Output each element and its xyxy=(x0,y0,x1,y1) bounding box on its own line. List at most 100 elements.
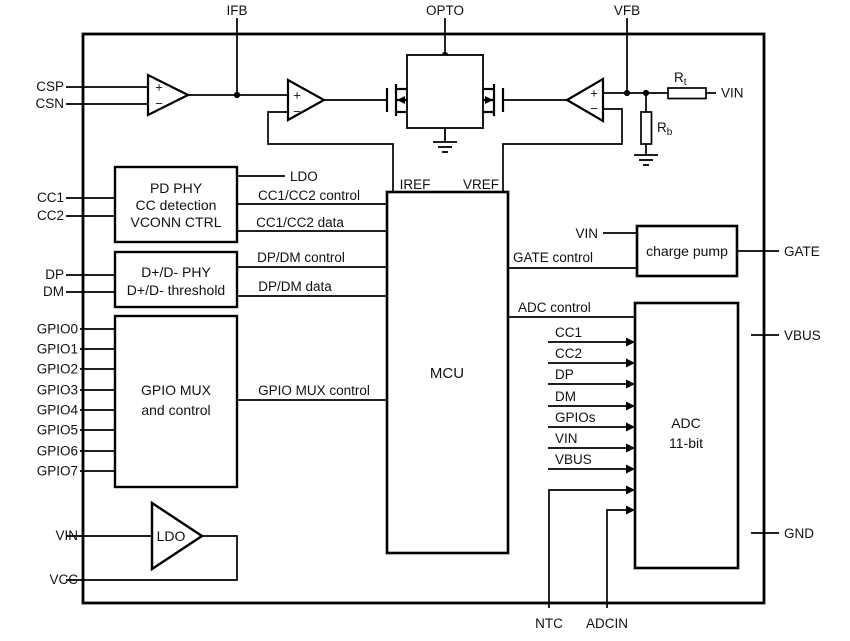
pd-phy-line1: PD PHY xyxy=(150,180,203,196)
signal-labels: LDO CC1/CC2 control CC1/CC2 data DP/DM c… xyxy=(256,169,598,467)
mosfet-right xyxy=(483,84,505,116)
junction-ifb xyxy=(233,91,241,99)
pin-csp: CSP xyxy=(36,79,64,94)
junction-vfb xyxy=(623,89,631,97)
pin-gpio0: GPIO0 xyxy=(37,322,78,337)
pin-cc2: CC2 xyxy=(37,208,64,223)
pin-gpio5: GPIO5 xyxy=(37,423,78,438)
adc-line1: ADC xyxy=(671,415,701,431)
gpio-mux-line2: and control xyxy=(141,402,210,418)
wire-ldo-to-vcc xyxy=(66,535,238,581)
adc-input-cc1: CC1 xyxy=(555,325,582,340)
pin-gnd: GND xyxy=(784,526,814,541)
arrow-gpios xyxy=(626,422,635,432)
wire-adcin xyxy=(606,509,627,608)
arrow-vin xyxy=(626,443,635,453)
arrow-dm xyxy=(626,401,635,411)
mosfet-left xyxy=(385,84,407,116)
signal-cc-control: CC1/CC2 control xyxy=(258,188,360,203)
resistor-rb-label: Rb xyxy=(657,120,673,138)
opamp2-minus-mark: − xyxy=(293,104,301,119)
wires xyxy=(66,18,779,608)
pin-csn: CSN xyxy=(35,96,64,111)
dpdm-phy-line1: D+/D- PHY xyxy=(141,264,211,280)
arrow-adcin xyxy=(626,505,635,515)
wire-iref xyxy=(267,111,394,192)
adc-line2: 11-bit xyxy=(669,435,703,451)
block-dpdm-phy: D+/D- PHY D+/D- threshold xyxy=(113,250,239,309)
pin-gpio3: GPIO3 xyxy=(37,383,78,398)
chip-boundary xyxy=(81,32,766,605)
arrow-vbus xyxy=(626,464,635,474)
charge-pump-label: charge pump xyxy=(646,243,728,259)
pin-vbus: VBUS xyxy=(784,328,821,343)
signal-iref: IREF xyxy=(400,177,431,192)
opamp2-plus-mark: + xyxy=(293,88,301,103)
pin-vin-left: VIN xyxy=(55,528,78,543)
signal-cc-data: CC1/CC2 data xyxy=(256,215,344,230)
signal-dpdm-control: DP/DM control xyxy=(257,250,345,265)
adc-input-vbus: VBUS xyxy=(555,452,592,467)
wire-ntc xyxy=(548,489,627,608)
block-mcu: MCU xyxy=(385,190,510,555)
ground-symbol-opto xyxy=(433,128,457,153)
pin-vcc: VCC xyxy=(49,572,78,587)
signal-adc-control: ADC control xyxy=(518,300,591,315)
current-loop-opamp: + − xyxy=(286,78,327,122)
mosfet-right-arrow xyxy=(485,96,493,104)
pin-dp: DP xyxy=(45,267,64,282)
arrow-dp xyxy=(626,379,635,389)
gpio-mux-line1: GPIO MUX xyxy=(141,382,212,398)
mcu-label: MCU xyxy=(430,365,464,382)
adc-arrowheads xyxy=(626,337,635,515)
resistor-rt-label: Rt xyxy=(674,70,687,88)
arrow-ntc xyxy=(626,485,635,495)
ground-symbol-rb xyxy=(634,154,658,166)
opamp1-plus-mark: + xyxy=(155,80,163,95)
signal-ldo: LDO xyxy=(290,169,318,184)
pd-phy-line2: CC detection xyxy=(136,197,217,213)
signal-gpio-mux-control: GPIO MUX control xyxy=(258,383,370,398)
pin-gpio6: GPIO6 xyxy=(37,444,78,459)
current-sense-opamp: + − xyxy=(146,73,191,117)
pin-ntc: NTC xyxy=(535,616,563,631)
pin-ifb: IFB xyxy=(226,3,247,18)
pd-phy-line3: VCONN CTRL xyxy=(130,214,221,230)
block-pd-phy: PD PHY CC detection VCONN CTRL xyxy=(113,165,239,244)
opamp3-minus-mark: − xyxy=(590,101,598,116)
pin-labels: IFB OPTO VFB CSP CSN CC1 CC2 DP DM GPIO0… xyxy=(35,3,820,631)
opamp1-minus-mark: − xyxy=(155,96,163,111)
opamp3-plus-mark: + xyxy=(590,86,598,101)
pin-gpio1: GPIO1 xyxy=(37,342,78,357)
block-gpio-mux: GPIO MUX and control xyxy=(113,314,239,489)
wire-vref xyxy=(502,108,623,192)
pin-gpio4: GPIO4 xyxy=(37,403,79,418)
adc-input-cc2: CC2 xyxy=(555,346,582,361)
resistor-rt: Rt xyxy=(667,70,707,100)
pin-gpio7: GPIO7 xyxy=(37,464,78,479)
opto-box xyxy=(406,54,484,129)
dpdm-phy-line2: D+/D- threshold xyxy=(127,282,225,298)
mosfet-left-arrow xyxy=(397,96,405,104)
ldo-regulator-label: LDO xyxy=(157,528,186,544)
junction-rb xyxy=(642,89,650,97)
pin-opto: OPTO xyxy=(426,3,464,18)
adc-input-gpios: GPIOs xyxy=(555,410,596,425)
signal-vref: VREF xyxy=(463,177,499,192)
resistor-rb: Rb xyxy=(640,111,673,145)
voltage-loop-opamp: + − xyxy=(564,77,605,123)
pin-gpio2: GPIO2 xyxy=(37,362,78,377)
signal-dpdm-data: DP/DM data xyxy=(258,279,332,294)
pin-adcin: ADCIN xyxy=(586,616,628,631)
block-charge-pump: charge pump xyxy=(635,224,739,278)
pin-dm: DM xyxy=(43,284,64,299)
signal-gate-control: GATE control xyxy=(513,250,593,265)
arrow-cc2 xyxy=(626,358,635,368)
arrow-cc1 xyxy=(626,337,635,347)
pin-vin-right: VIN xyxy=(721,86,744,101)
adc-input-dm: DM xyxy=(555,389,576,404)
pin-cc1: CC1 xyxy=(37,190,64,205)
pin-vfb: VFB xyxy=(614,3,640,18)
adc-input-vin: VIN xyxy=(555,431,578,446)
